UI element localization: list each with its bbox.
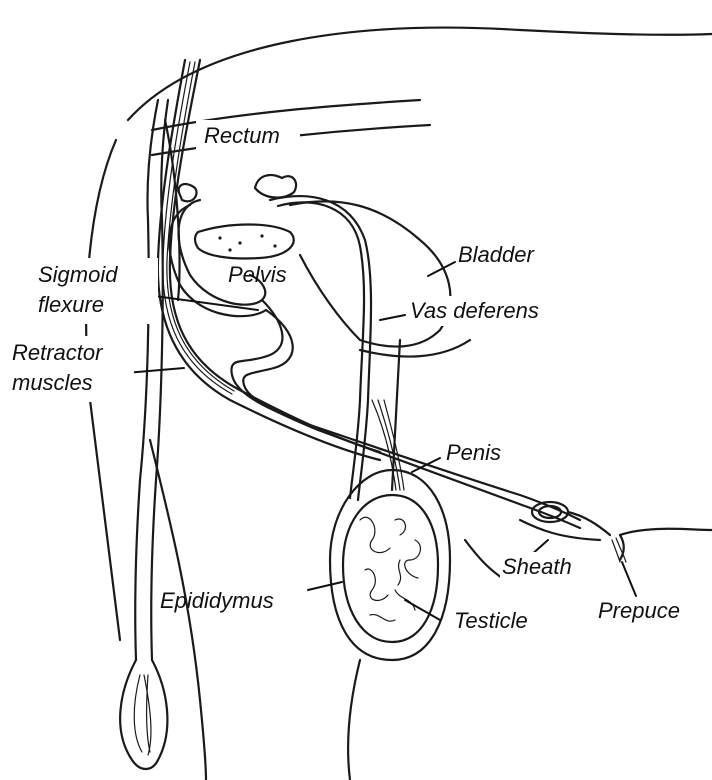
label-vas-deferens: Vas deferens [410, 298, 539, 323]
pelvis-shape [195, 225, 294, 259]
label-sigmoid-line2: flexure [38, 292, 104, 317]
label-bladder: Bladder [458, 242, 536, 267]
label-retractor-line1: Retractor [12, 340, 104, 365]
label-pelvis: Pelvis [228, 262, 287, 287]
label-rectum: Rectum [204, 123, 280, 148]
label-epididymus: Epididymus [160, 588, 274, 613]
label-retractor-line2: muscles [12, 370, 93, 395]
label-testicle: Testicle [454, 608, 528, 633]
vas-deferens-leader-line [380, 315, 405, 320]
label-prepuce: Prepuce [598, 598, 680, 623]
label-sheath: Sheath [502, 554, 572, 579]
testicle-leader-line [405, 600, 440, 620]
epididymus-leader-line [308, 582, 342, 590]
testicle-shape [330, 470, 450, 660]
label-sigmoid-line1: Sigmoid [38, 262, 118, 287]
tail [120, 100, 168, 769]
bladder-shape [290, 201, 470, 356]
body-outline [86, 28, 712, 780]
prepuce-leader-line [622, 562, 636, 596]
label-penis: Penis [446, 440, 501, 465]
